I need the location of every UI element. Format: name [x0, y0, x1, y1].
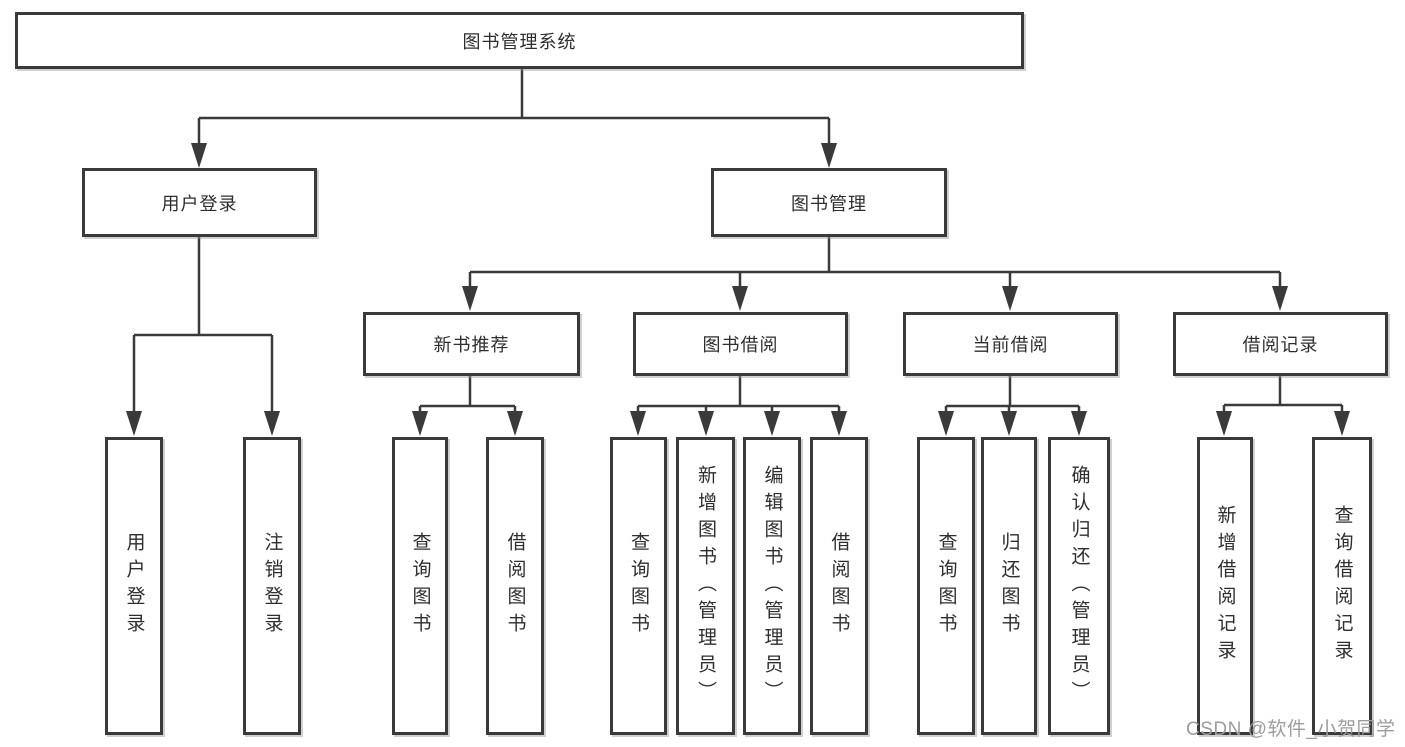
leaf-return-book: 归还图书 — [981, 437, 1037, 735]
leaf-query-books-recommend: 查询图书 — [392, 437, 448, 735]
leaf-add-borrow-record-label: 新增借阅记录 — [1214, 505, 1236, 667]
leaf-add-book-admin-label: 新增图书（管理员） — [695, 464, 716, 708]
leaf-user-login: 用户登录 — [105, 437, 163, 735]
node-current-borrowing: 当前借阅 — [903, 312, 1118, 376]
leaf-edit-book-admin: 编辑图书（管理员） — [743, 437, 801, 735]
node-new-book-recommendation: 新书推荐 — [363, 312, 580, 376]
leaf-borrow-books-recommend-label: 借阅图书 — [504, 532, 526, 640]
watermark-text: CSDN @软件_小贺同学 — [1186, 719, 1396, 740]
node-borrowing-records: 借阅记录 — [1173, 312, 1388, 376]
node-library-management-system: 图书管理系统 — [15, 12, 1024, 69]
leaf-logout-label: 注销登录 — [261, 532, 283, 640]
leaf-confirm-return-admin: 确认归还（管理员） — [1048, 437, 1110, 735]
leaf-query-books-current-label: 查询图书 — [935, 532, 957, 640]
node-user-login: 用户登录 — [82, 168, 317, 237]
leaf-borrow-books-borrowing: 借阅图书 — [810, 437, 868, 735]
leaf-add-borrow-record: 新增借阅记录 — [1197, 437, 1253, 735]
leaf-query-books-borrowing-label: 查询图书 — [628, 532, 649, 640]
leaf-query-borrow-record-label: 查询借阅记录 — [1331, 505, 1353, 667]
leaf-borrow-books-recommend: 借阅图书 — [486, 437, 544, 735]
leaf-return-book-label: 归还图书 — [998, 532, 1020, 640]
leaf-borrow-books-borrowing-label: 借阅图书 — [828, 532, 850, 640]
leaf-edit-book-admin-label: 编辑图书（管理员） — [761, 464, 783, 708]
node-book-management: 图书管理 — [711, 168, 947, 237]
leaf-query-books-borrowing: 查询图书 — [610, 437, 667, 735]
node-book-borrowing: 图书借阅 — [633, 312, 848, 376]
leaf-query-books-recommend-label: 查询图书 — [409, 532, 431, 640]
leaf-confirm-return-admin-label: 确认归还（管理员） — [1068, 464, 1090, 708]
leaf-query-books-current: 查询图书 — [917, 437, 975, 735]
leaf-user-login-label: 用户登录 — [123, 532, 145, 640]
leaf-logout: 注销登录 — [243, 437, 301, 735]
leaf-query-borrow-record: 查询借阅记录 — [1312, 437, 1372, 735]
leaf-add-book-admin: 新增图书（管理员） — [676, 437, 735, 735]
